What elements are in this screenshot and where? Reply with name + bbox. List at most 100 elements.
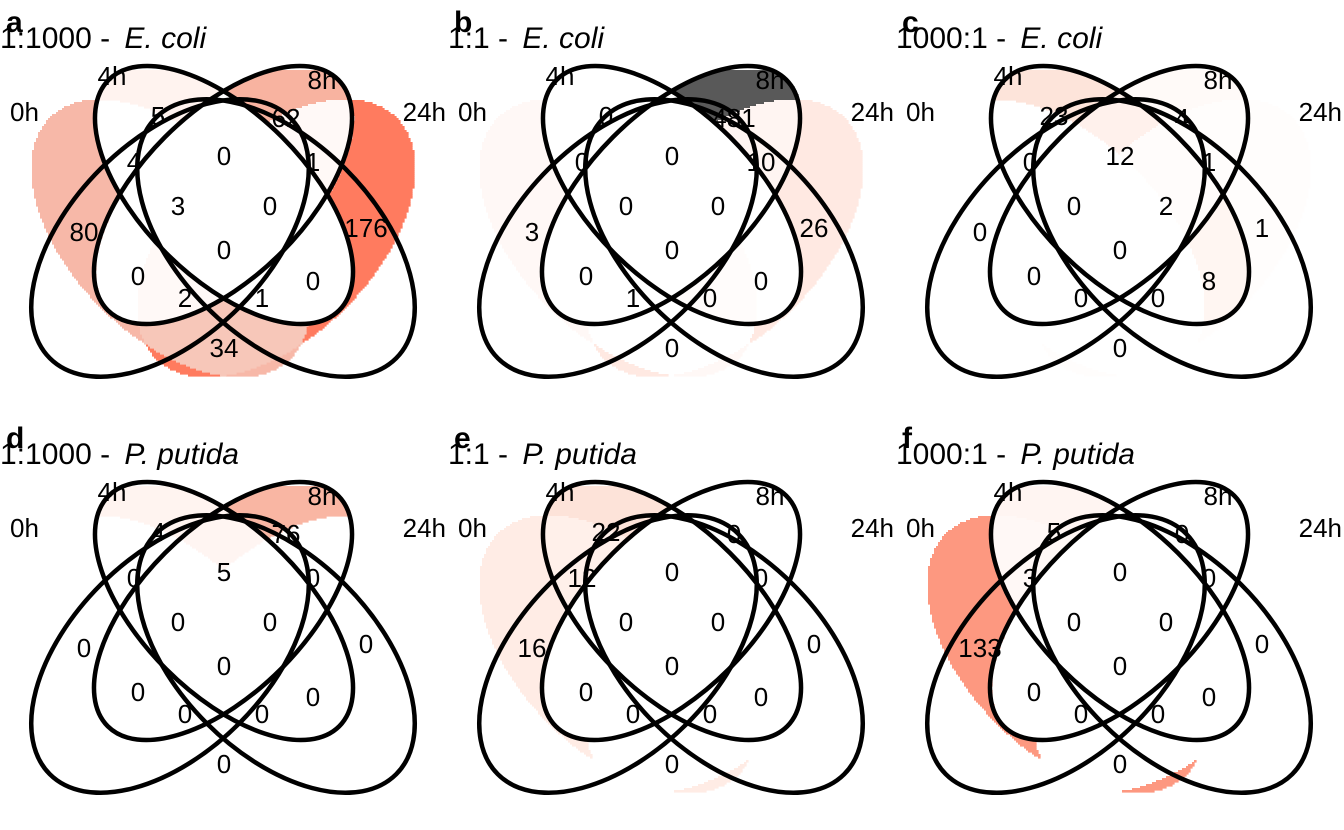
venn-region-d-fill (146, 100, 415, 377)
count-label-acd: 1 (255, 283, 269, 313)
count-label-ad: 0 (1113, 749, 1127, 779)
count-label-b: 22 (592, 517, 621, 547)
set-outline-24h (134, 512, 418, 796)
count-label-ad: 0 (665, 333, 679, 363)
venn-region-a-fill (480, 100, 749, 377)
venn-region-bd-fill (1188, 196, 1249, 325)
count-label-abd: 1 (626, 283, 640, 313)
set-outline-4h (91, 479, 355, 743)
venn-region-b-fill (96, 70, 223, 123)
count-label-bc: 0 (1113, 557, 1127, 587)
count-label-abc: 0 (1067, 607, 1081, 637)
set-outline-4h (987, 63, 1251, 327)
count-label-bcd: 0 (1159, 607, 1173, 637)
panel-letter: b (454, 6, 472, 39)
venn-region-acd-fill (138, 242, 225, 325)
set-label-24h: 24h (403, 97, 446, 127)
set-label-24h: 24h (851, 97, 894, 127)
count-label-c: 481 (712, 103, 755, 133)
panel-title: 1:1000 - E. coli (0, 22, 207, 55)
count-label-c: 0 (727, 519, 741, 549)
set-label-0h: 0h (458, 97, 487, 127)
count-label-ad: 0 (665, 749, 679, 779)
count-label-ad: 0 (217, 749, 231, 779)
count-label-ac: 0 (131, 261, 145, 291)
set-label-4h: 4h (546, 61, 575, 91)
set-label-4h: 4h (98, 477, 127, 507)
panel-letter: f (902, 422, 913, 455)
count-label-bd: 0 (754, 682, 768, 712)
count-label-b: 23 (1040, 101, 1069, 131)
count-label-ac: 0 (579, 261, 593, 291)
count-label-abcd: 0 (217, 235, 231, 265)
set-label-8h: 8h (308, 481, 337, 511)
count-label-bc: 0 (665, 557, 679, 587)
count-label-abcd: 0 (1113, 651, 1127, 681)
count-label-ac: 0 (1027, 677, 1041, 707)
panel-title: 1000:1 - E. coli (896, 22, 1103, 55)
panel-title: 1:1000 - P. putida (0, 438, 239, 471)
set-label-8h: 8h (756, 65, 785, 95)
count-label-a: 80 (70, 217, 99, 247)
set-label-24h: 24h (1299, 97, 1342, 127)
set-label-8h: 8h (1204, 65, 1233, 95)
count-label-a: 0 (77, 633, 91, 663)
count-label-cd: 1 (306, 147, 320, 177)
count-label-abc: 0 (619, 607, 633, 637)
set-label-24h: 24h (403, 513, 446, 543)
set-label-4h: 4h (98, 61, 127, 91)
count-label-acd: 0 (255, 699, 269, 729)
count-label-ab: 12 (568, 563, 597, 593)
set-outline-24h (582, 512, 866, 796)
count-label-a: 133 (958, 633, 1001, 663)
venn-region-c-fill (672, 70, 799, 123)
count-label-c: 76 (272, 519, 301, 549)
count-label-cd: 0 (306, 563, 320, 593)
count-label-ab: 3 (1023, 563, 1037, 593)
count-label-cd: 1 (1202, 147, 1216, 177)
count-label-cd: 10 (747, 147, 776, 177)
panel-letter: a (6, 6, 23, 39)
count-label-bc: 5 (217, 557, 231, 587)
count-label-cd: 0 (754, 563, 768, 593)
venn-region-cd-fill (714, 100, 803, 197)
count-label-c: 0 (1175, 519, 1189, 549)
count-label-acd: 0 (1151, 699, 1165, 729)
set-label-24h: 24h (851, 513, 894, 543)
count-label-d: 26 (800, 213, 829, 243)
set-label-4h: 4h (546, 477, 575, 507)
count-label-acd: 0 (1151, 283, 1165, 313)
panel-title: 1:1 - P. putida (448, 438, 637, 471)
panel-letter: c (902, 6, 919, 39)
count-label-ab: 4 (127, 147, 141, 177)
venn-region-bc-fill (1076, 92, 1163, 155)
count-label-abc: 0 (619, 191, 633, 221)
set-outline-4h (987, 479, 1251, 743)
set-label-0h: 0h (10, 97, 39, 127)
set-label-4h: 4h (994, 477, 1023, 507)
venn-region-abd-fill (672, 244, 757, 325)
count-label-d: 1 (1255, 213, 1269, 243)
count-label-abcd: 0 (665, 651, 679, 681)
set-label-8h: 8h (756, 481, 785, 511)
count-label-cd: 0 (1202, 563, 1216, 593)
set-label-8h: 8h (1204, 481, 1233, 511)
count-label-abd: 0 (1074, 699, 1088, 729)
count-label-ac: 0 (1027, 261, 1041, 291)
panel-title: 1:1 - E. coli (448, 22, 605, 55)
set-outline-4h (539, 479, 803, 743)
count-label-bd: 0 (754, 266, 768, 296)
venn-region-ab-fill (542, 516, 629, 611)
count-label-abcd: 0 (1113, 235, 1127, 265)
count-label-bd: 8 (1202, 266, 1216, 296)
set-label-0h: 0h (906, 513, 935, 543)
count-label-bcd: 0 (711, 607, 725, 637)
count-label-abc: 0 (1067, 191, 1081, 221)
count-label-abcd: 0 (217, 651, 231, 681)
set-label-0h: 0h (906, 97, 935, 127)
count-label-bc: 0 (217, 141, 231, 171)
count-label-b: 4 (151, 517, 165, 547)
